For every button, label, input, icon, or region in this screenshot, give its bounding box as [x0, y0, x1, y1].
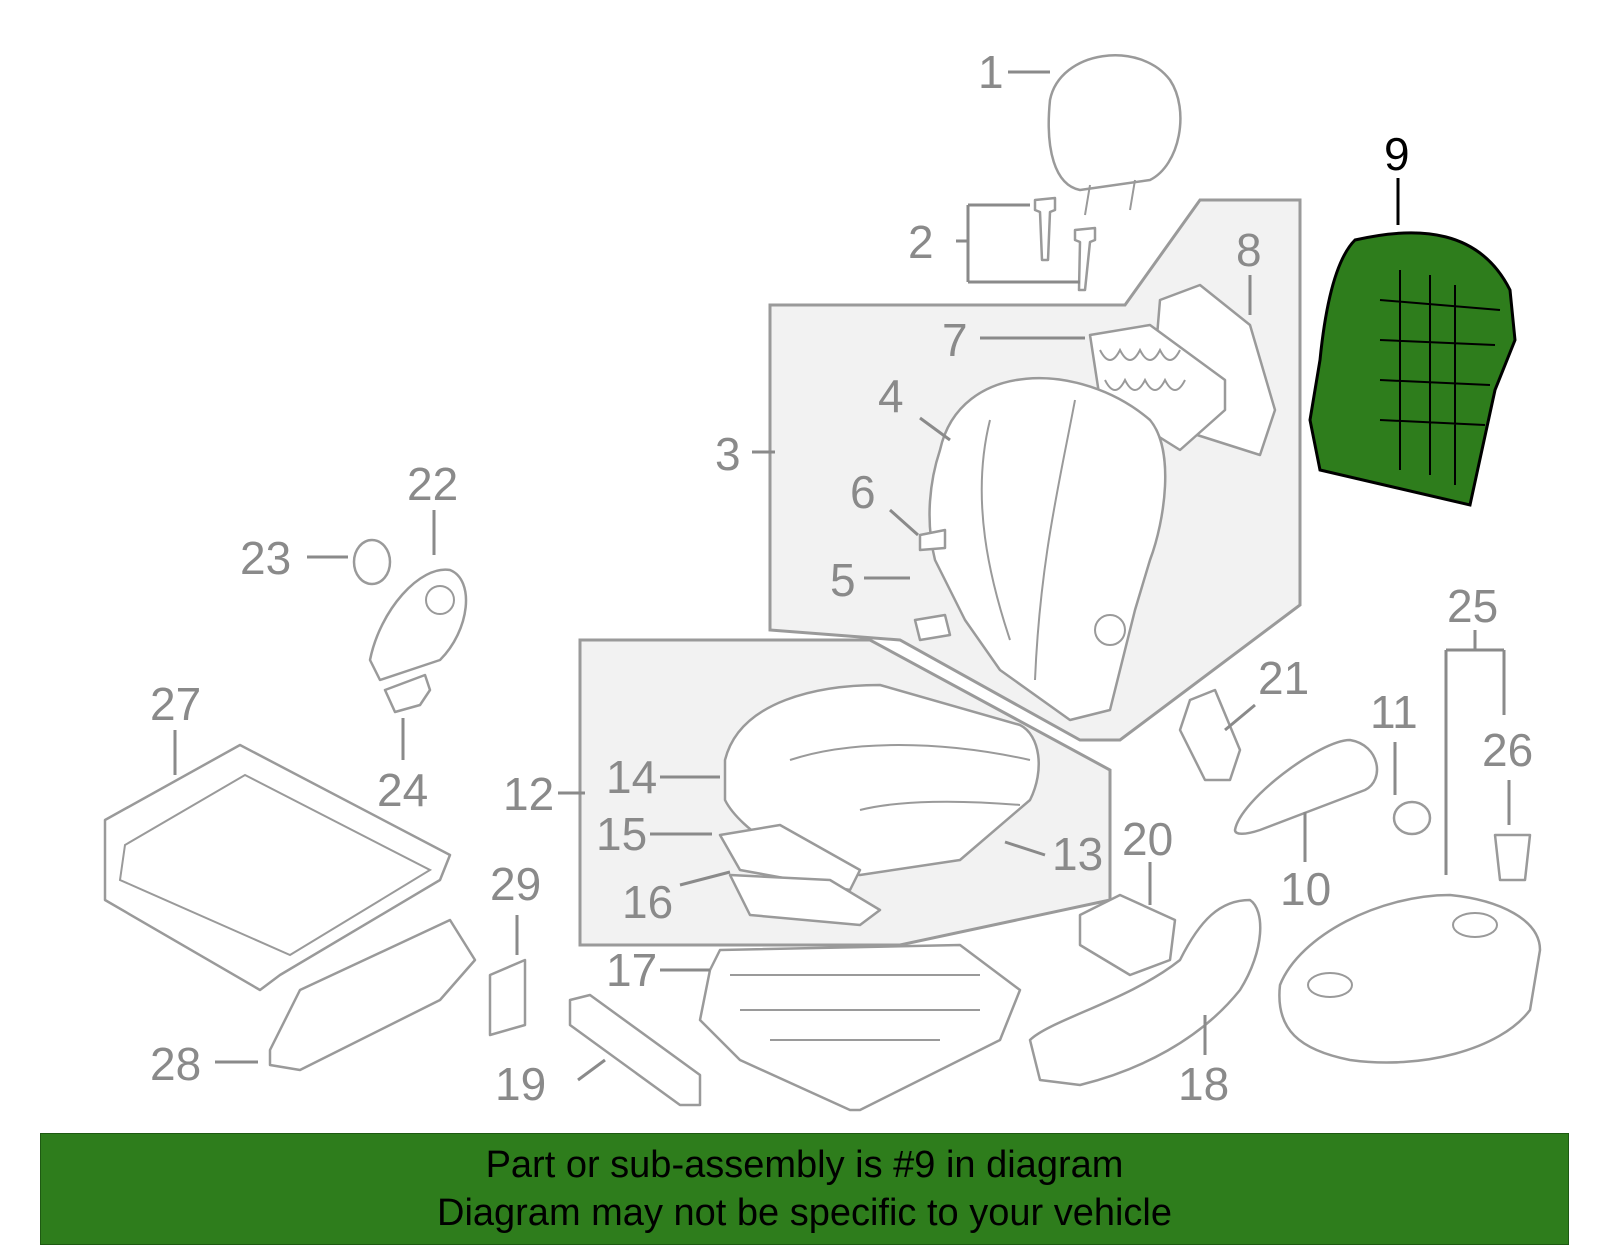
lever-handle-part[interactable] [1233, 738, 1379, 835]
leader-4 [919, 416, 951, 442]
callout-2: 2 [908, 216, 934, 268]
leader-25 [1444, 630, 1506, 875]
callout-16: 16 [622, 876, 673, 928]
cup-holder-part[interactable] [1493, 833, 1532, 882]
headrest-part[interactable] [1047, 54, 1182, 216]
cushion-frame-part[interactable] [698, 943, 1022, 1112]
callout-18: 18 [1178, 1058, 1229, 1110]
callout-3: 3 [715, 428, 741, 480]
callout-12: 12 [503, 768, 554, 820]
callout-11: 11 [1370, 686, 1418, 738]
side-trim-strip-part[interactable] [568, 993, 702, 1107]
callout-24: 24 [377, 764, 428, 816]
seatback-board-highlighted-part[interactable] [1308, 231, 1517, 507]
bracket-part[interactable] [1178, 688, 1242, 782]
callout-25: 25 [1447, 580, 1498, 632]
banner-line-disclaimer: Diagram may not be specific to your vehi… [437, 1192, 1172, 1234]
leader-21 [1224, 703, 1256, 732]
callout-19: 19 [495, 1058, 546, 1110]
console-part[interactable] [1278, 893, 1542, 1064]
callout-17: 17 [606, 944, 657, 996]
callout-9: 9 [1384, 128, 1410, 180]
recliner-cover-part[interactable] [368, 568, 468, 682]
banner-line-part-info: Part or sub-assembly is #9 in diagram [485, 1144, 1124, 1186]
callout-29: 29 [490, 858, 541, 910]
callout-5: 5 [830, 554, 856, 606]
callout-8: 8 [1236, 224, 1262, 276]
callout-1: 1 [978, 46, 1004, 98]
leader-16 [679, 870, 731, 887]
callout-6: 6 [850, 466, 876, 518]
callout-22: 22 [407, 458, 458, 510]
callout-7: 7 [942, 314, 968, 366]
seatback-trim-part[interactable] [913, 613, 952, 642]
leader-6 [889, 508, 919, 537]
seat-track-part[interactable] [103, 743, 452, 992]
callout-23: 23 [240, 532, 291, 584]
callout-27: 27 [150, 678, 201, 730]
seatback-cover-part[interactable] [928, 376, 1167, 722]
guide-bolts-part[interactable] [1033, 196, 1097, 292]
leader-19 [577, 1058, 606, 1082]
callout-4: 4 [878, 370, 904, 422]
seatback-clip-part[interactable] [918, 528, 947, 552]
small-cover-part[interactable] [488, 958, 527, 1037]
callout-26: 26 [1482, 724, 1533, 776]
tray-part[interactable] [1078, 893, 1177, 977]
callout-15: 15 [596, 808, 647, 860]
callout-21: 21 [1258, 652, 1309, 704]
ring-part[interactable] [352, 538, 392, 586]
recliner-clip-part[interactable] [383, 673, 432, 714]
callout-13: 13 [1052, 828, 1103, 880]
leader-13 [1004, 840, 1046, 857]
callout-28: 28 [150, 1038, 201, 1090]
leader-2 [956, 203, 1080, 284]
side-cover-part[interactable] [1028, 898, 1262, 1087]
callout-20: 20 [1122, 813, 1173, 865]
callout-10: 10 [1280, 863, 1331, 915]
cushion-mat-part[interactable] [718, 823, 862, 892]
info-banner: Part or sub-assembly is #9 in diagram Di… [40, 1133, 1569, 1245]
callout-14: 14 [606, 751, 657, 803]
side-shield-part[interactable] [268, 918, 477, 1072]
seat-parts-diagram: 1 2 3 4 5 6 7 8 9 10 11 12 13 14 15 16 1… [103, 46, 1542, 1112]
cushion-pad-part[interactable] [728, 873, 882, 927]
knob-part[interactable] [1392, 800, 1432, 836]
